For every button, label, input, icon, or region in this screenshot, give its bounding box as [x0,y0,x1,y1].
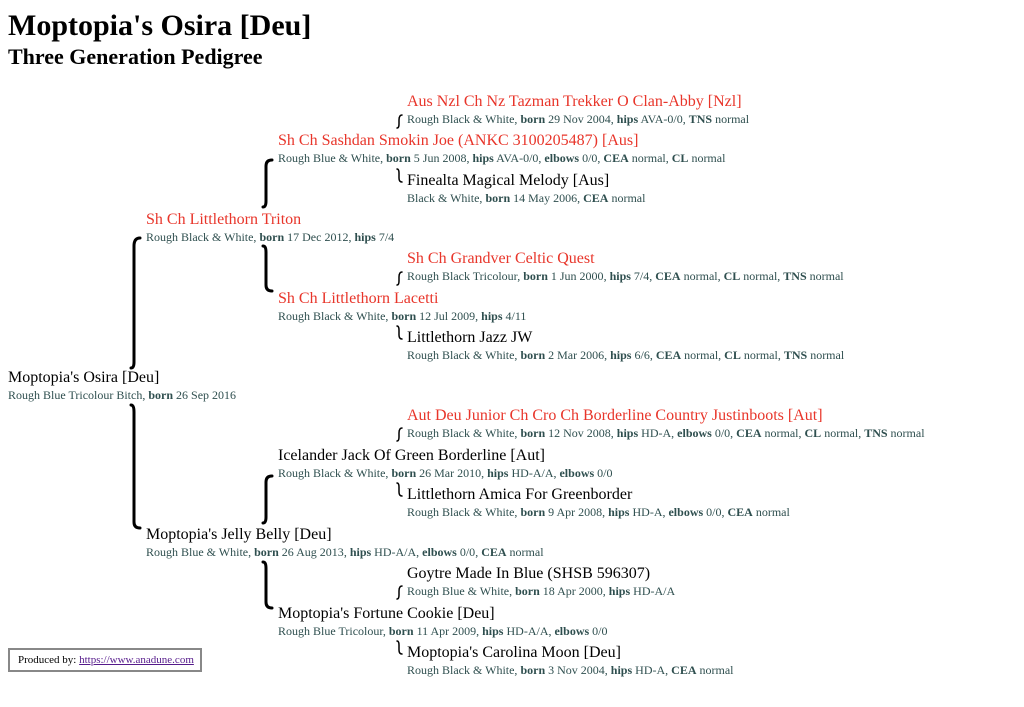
dog-details: Rough Black & White, born 9 Apr 2008, hi… [407,505,790,519]
dog-details: Rough Black & White, born 12 Jul 2009, h… [278,309,527,323]
dog-name: Sh Ch Littlethorn Lacetti [278,290,439,307]
dog-sire-dam: Sh Ch Littlethorn Lacetti Rough Black & … [278,289,526,324]
bracket-sire [129,236,142,370]
bracket-dam [129,403,142,530]
bracket-dam-sire [261,474,274,525]
dog-name: Sh Ch Sashdan Smokin Joe (ANKC 310020548… [278,132,639,149]
dog-name: Aus Nzl Ch Nz Tazman Trekker O Clan-Abby… [407,93,742,110]
bracket-sire-dam [261,244,274,293]
dog-details: Black & White, born 14 May 2006, CEA nor… [407,191,646,205]
dog-subject: Moptopia's Osira [Deu] Rough Blue Tricol… [8,368,236,403]
page-title: Moptopia's Osira [Deu] [8,9,312,42]
dog-dam-sire-dam: Littlethorn Amica For Greenborder Rough … [407,485,790,520]
dog-details: Rough Blue Tricolour Bitch, born 26 Sep … [8,388,237,402]
dog-dam-sire: Icelander Jack Of Green Borderline [Aut]… [278,446,613,481]
hook-ssd [396,168,403,183]
dog-sire: Sh Ch Littlethorn Triton Rough Black & W… [146,210,394,245]
dog-details: Rough Blue & White, born 26 Aug 2013, hi… [146,545,544,559]
dog-name: Sh Ch Littlethorn Triton [146,211,302,228]
dog-details: Rough Black & White, born 17 Dec 2012, h… [146,230,395,244]
hook-sds [396,271,403,286]
dog-name: Finealta Magical Melody [Aus] [407,172,610,189]
dog-name: Moptopia's Carolina Moon [Deu] [407,644,621,661]
dog-details: Rough Black Tricolour, born 1 Jun 2000, … [407,269,844,283]
page-subtitle: Three Generation Pedigree [8,44,263,69]
dog-dam: Moptopia's Jelly Belly [Deu] Rough Blue … [146,525,544,560]
dog-sire-dam-dam: Littlethorn Jazz JW Rough Black & White,… [407,328,844,363]
hook-sdd [396,325,403,340]
dog-sire-sire: Sh Ch Sashdan Smokin Joe (ANKC 310020548… [278,131,725,166]
dog-details: Rough Blue & White, born 5 Jun 2008, hip… [278,151,726,165]
dog-name: Littlethorn Jazz JW [407,329,533,346]
dog-name: Sh Ch Grandver Celtic Quest [407,250,595,267]
dog-dam-sire-sire: Aut Deu Junior Ch Cro Ch Borderline Coun… [407,406,925,441]
dog-details: Rough Blue Tricolour, born 11 Apr 2009, … [278,624,608,638]
dog-name: Moptopia's Fortune Cookie [Deu] [278,605,495,622]
hook-dsd [396,482,403,497]
produced-by-box: Produced by: https://www.anadune.com [8,648,202,672]
hook-dds [396,585,403,600]
hook-dss [396,427,403,442]
dog-details: Rough Blue & White, born 18 Apr 2000, hi… [407,584,676,598]
dog-details: Rough Black & White, born 12 Nov 2008, h… [407,426,925,440]
producer-link[interactable]: https://www.anadune.com [79,654,194,666]
bracket-sire-sire [261,158,274,209]
dog-sire-dam-sire: Sh Ch Grandver Celtic Quest Rough Black … [407,249,844,284]
dog-name: Moptopia's Osira [Deu] [8,369,160,386]
dog-sire-sire-sire: Aus Nzl Ch Nz Tazman Trekker O Clan-Abby… [407,92,749,127]
dog-details: Rough Black & White, born 26 Mar 2010, h… [278,466,613,480]
dog-name: Littlethorn Amica For Greenborder [407,486,633,503]
bracket-dam-dam [261,560,274,610]
dog-name: Moptopia's Jelly Belly [Deu] [146,526,332,543]
dog-name: Goytre Made In Blue (SHSB 596307) [407,565,651,582]
dog-details: Rough Black & White, born 29 Nov 2004, h… [407,112,750,126]
dog-details: Rough Black & White, born 3 Nov 2004, hi… [407,663,734,677]
dog-sire-sire-dam: Finealta Magical Melody [Aus] Black & Wh… [407,171,645,206]
dog-name: Icelander Jack Of Green Borderline [Aut] [278,447,545,464]
produced-by-label: Produced by: [18,654,77,666]
dog-details: Rough Black & White, born 2 Mar 2006, hi… [407,348,845,362]
hook-sss [396,114,403,129]
dog-dam-dam: Moptopia's Fortune Cookie [Deu] Rough Bl… [278,604,608,639]
dog-name: Aut Deu Junior Ch Cro Ch Borderline Coun… [407,407,823,424]
dog-dam-dam-sire: Goytre Made In Blue (SHSB 596307) Rough … [407,564,675,599]
dog-dam-dam-dam: Moptopia's Carolina Moon [Deu] Rough Bla… [407,643,734,678]
hook-ddd [396,640,403,655]
